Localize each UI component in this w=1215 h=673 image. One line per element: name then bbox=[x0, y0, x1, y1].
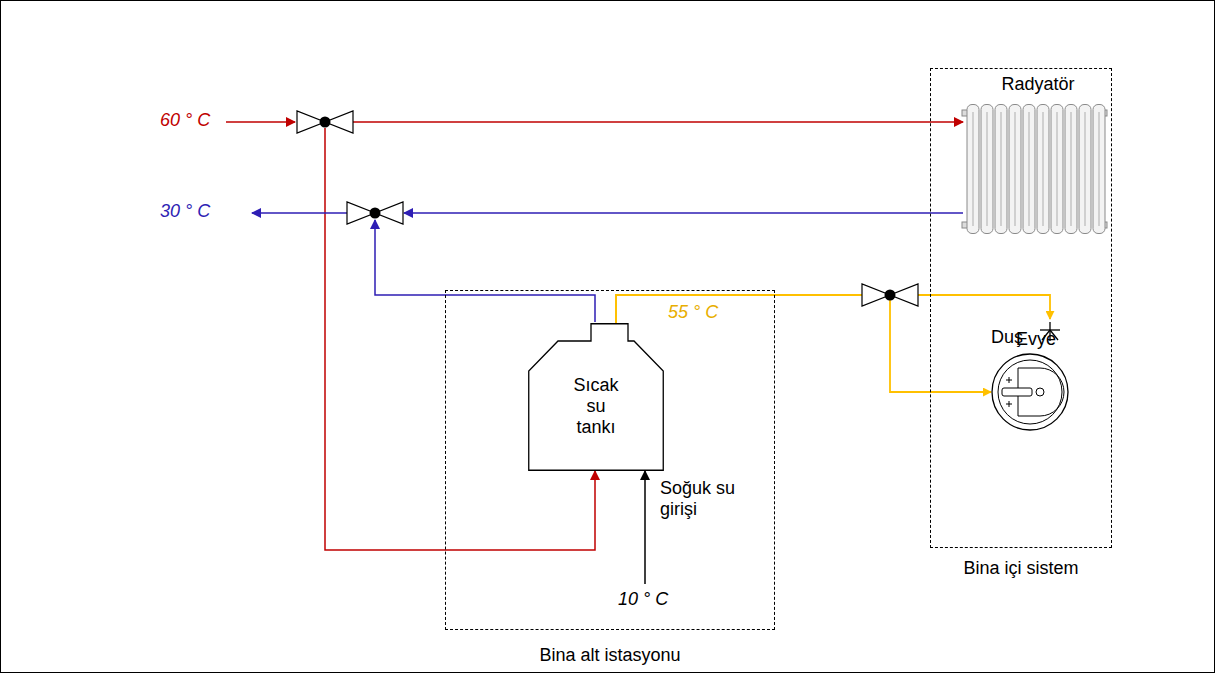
temperature-label: 55 ° C bbox=[668, 302, 718, 323]
sink-rim bbox=[992, 354, 1068, 430]
label-holder: 60 ° C bbox=[160, 110, 210, 131]
valve-dot bbox=[370, 208, 381, 219]
label-holder: 55 ° C bbox=[668, 302, 718, 323]
return-outlet-arrow bbox=[252, 212, 347, 214]
valve-body bbox=[862, 284, 918, 306]
valve-dot bbox=[885, 290, 896, 301]
substation-zone: Sıcak su tankıBina alt istasyonu bbox=[445, 290, 775, 630]
radiator-fins bbox=[966, 104, 1106, 234]
node-label: Evye bbox=[1016, 329, 1056, 350]
tank-supply-pipe bbox=[325, 128, 595, 550]
sink-drain bbox=[1036, 388, 1044, 396]
inlet-label: Soğuk su girişi bbox=[660, 478, 744, 520]
valve-body bbox=[297, 111, 353, 133]
hot-water-pipe bbox=[616, 295, 1050, 323]
temperature-label: 30 ° C bbox=[160, 201, 210, 222]
tank-shape bbox=[529, 324, 664, 471]
sink-symbol bbox=[992, 354, 1068, 430]
node-label: Sıcak su tankı bbox=[569, 375, 623, 439]
tank-return-pipe bbox=[375, 220, 595, 322]
zone-label: Bina içi sistem bbox=[931, 558, 1111, 579]
zone-label: Bina alt istasyonu bbox=[446, 645, 774, 666]
cold-water-arrow bbox=[644, 471, 646, 584]
building-zone: RadyatörDuşEvyeBina içi sistem bbox=[930, 68, 1112, 548]
tap-marks bbox=[1006, 377, 1012, 407]
temperature-label: 10 ° C bbox=[618, 589, 668, 610]
label-holder: 30 ° C bbox=[160, 201, 210, 222]
sink-tap bbox=[1002, 388, 1032, 396]
temperature-label: 60 ° C bbox=[160, 110, 210, 131]
label-holder: 10 ° C bbox=[618, 589, 668, 610]
hot-water-pipe bbox=[616, 295, 991, 392]
hot-water-tank: Sıcak su tankı bbox=[528, 323, 664, 471]
valve-body bbox=[347, 202, 403, 224]
radiator-supply-pipe bbox=[353, 121, 963, 123]
valve-symbol bbox=[347, 202, 403, 224]
supply-inlet-arrow bbox=[226, 121, 295, 123]
radiator-node: Radyatör bbox=[961, 74, 1115, 244]
radiator-return-pipe bbox=[404, 212, 963, 214]
sink-rim-inner bbox=[998, 360, 1062, 424]
node-label: Radyatör bbox=[961, 74, 1115, 95]
valve-dot bbox=[320, 117, 331, 128]
radiator-illustration bbox=[962, 104, 1107, 234]
valve-symbol bbox=[862, 284, 918, 306]
valve-symbol bbox=[297, 111, 353, 133]
label-holder: Soğuk su girişi bbox=[660, 478, 744, 520]
